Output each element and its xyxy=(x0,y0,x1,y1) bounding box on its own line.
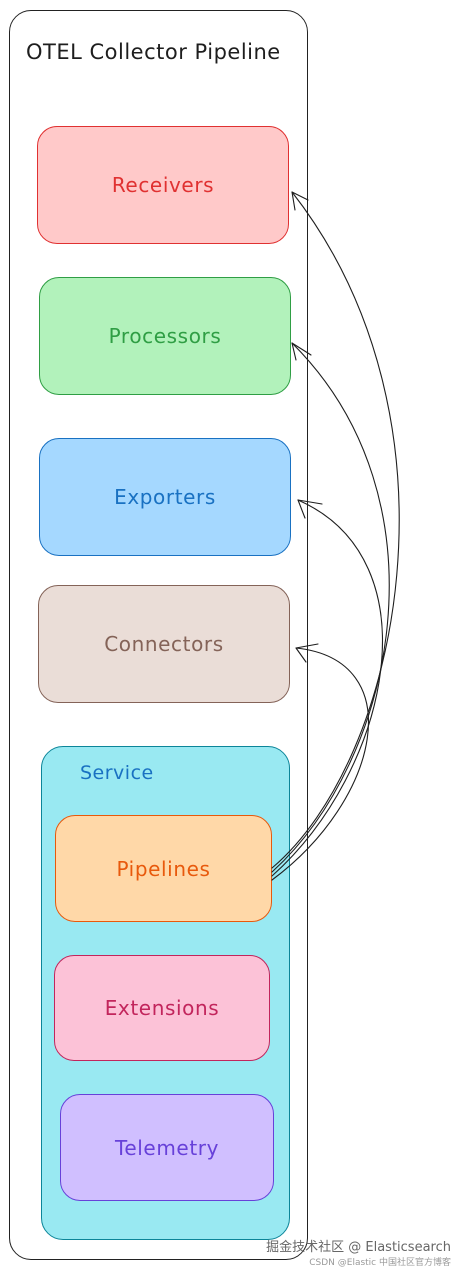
receivers-label: Receivers xyxy=(111,173,215,197)
connectors-label: Connectors xyxy=(104,632,224,656)
processors-label: Processors xyxy=(108,324,222,348)
exporters-label: Exporters xyxy=(114,485,216,509)
receivers-box: Receivers xyxy=(37,126,289,244)
exporters-box: Exporters xyxy=(39,438,291,556)
processors-box: Processors xyxy=(39,277,291,395)
pipelines-label: Pipelines xyxy=(116,856,211,881)
extensions-box: Extensions xyxy=(54,955,270,1061)
watermark: 掘金技术社区 @ Elasticsearch xyxy=(266,1240,451,1255)
telemetry-box: Telemetry xyxy=(60,1094,274,1201)
pipelines-box: Pipelines xyxy=(55,815,272,922)
watermark-sub: CSDN @Elastic 中国社区官方博客 xyxy=(309,1258,451,1268)
service-label: Service xyxy=(80,762,154,784)
telemetry-label: Telemetry xyxy=(114,1135,220,1160)
extensions-label: Extensions xyxy=(104,996,220,1020)
connectors-box: Connectors xyxy=(38,585,290,703)
diagram-title: OTEL Collector Pipeline xyxy=(26,40,281,64)
